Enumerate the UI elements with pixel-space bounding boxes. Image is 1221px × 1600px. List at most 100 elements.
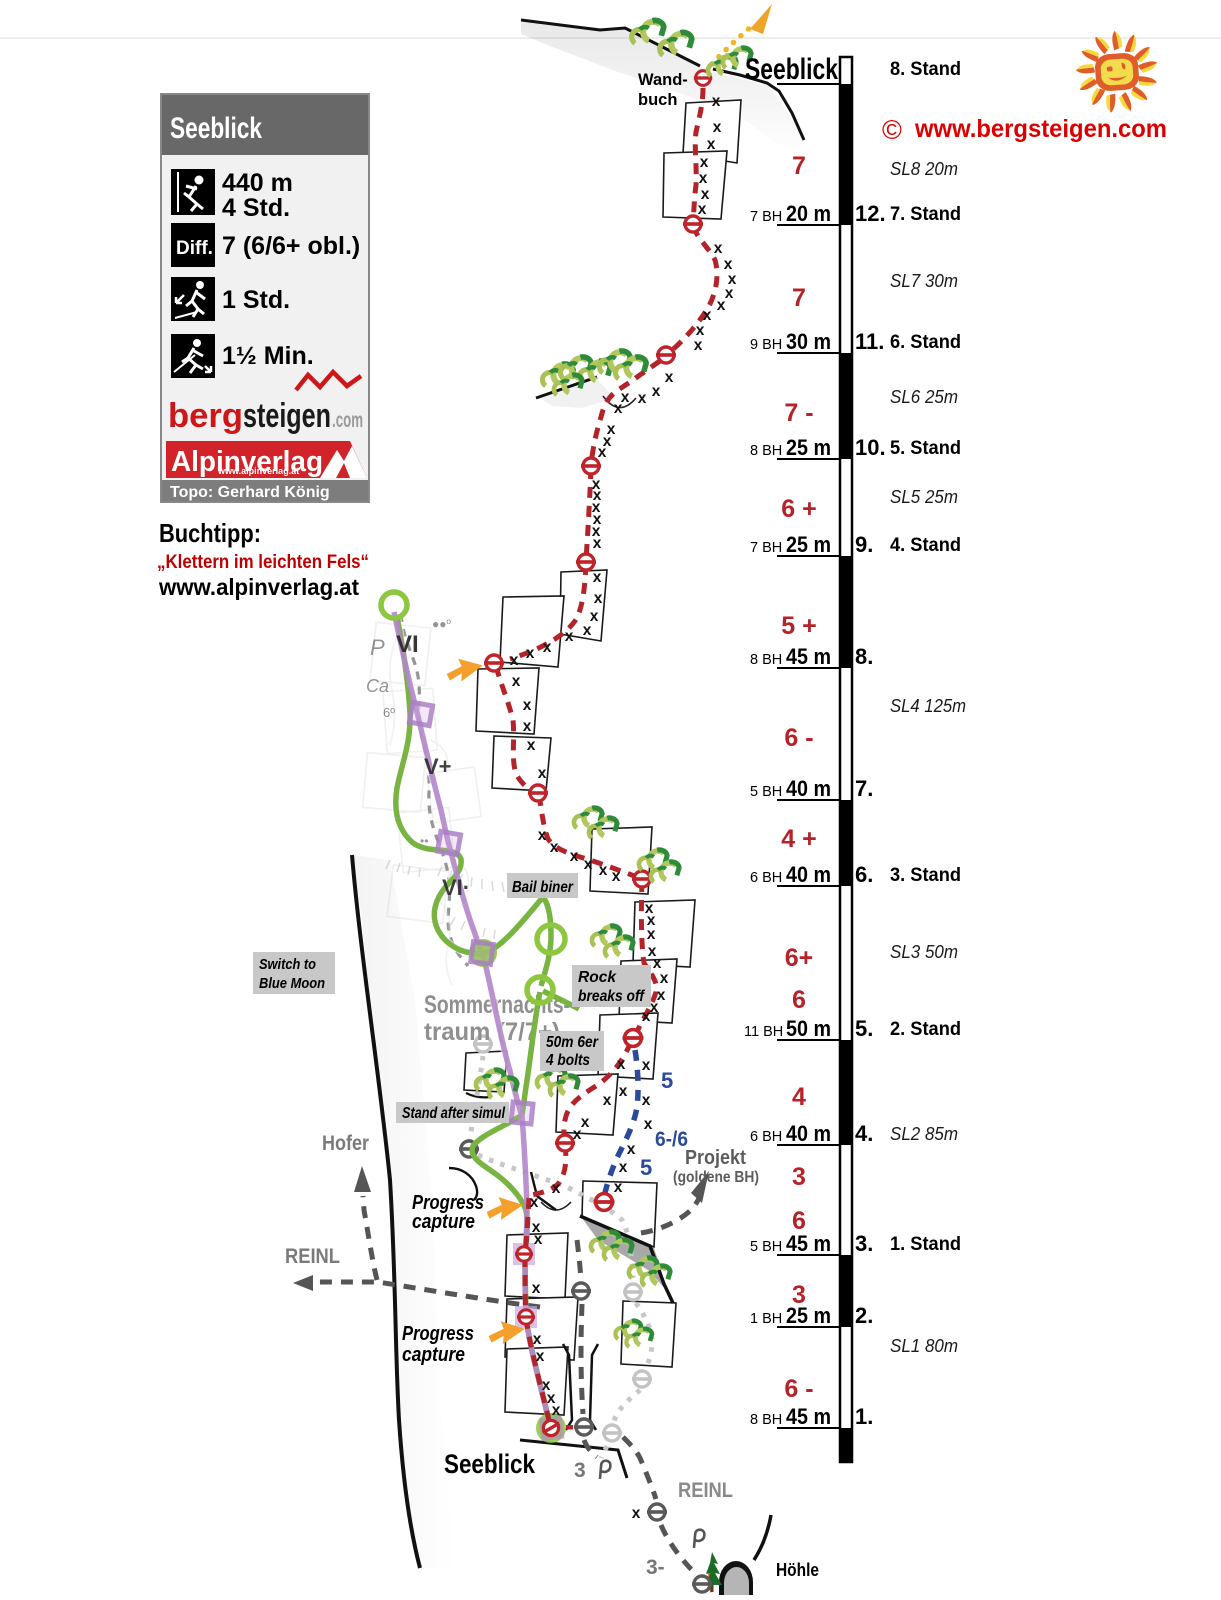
svg-text:x: x: [703, 307, 712, 324]
svg-text:Topo: Gerhard König: Topo: Gerhard König: [170, 484, 330, 501]
svg-text:x: x: [728, 271, 737, 288]
svg-text:berg: berg: [168, 397, 243, 435]
svg-text:x: x: [593, 569, 602, 586]
svg-text:x: x: [647, 926, 656, 943]
svg-text:x: x: [632, 1505, 641, 1522]
svg-text:SL3 50m: SL3 50m: [890, 942, 958, 962]
svg-text:P: P: [370, 635, 385, 660]
svg-text:x: x: [614, 1179, 623, 1196]
svg-text:x: x: [627, 1141, 636, 1158]
svg-text:25 m: 25 m: [786, 1303, 831, 1328]
svg-text:x: x: [593, 487, 602, 504]
svg-text:x: x: [594, 590, 603, 607]
svg-text:Ca: Ca: [366, 676, 389, 696]
svg-text:4.: 4.: [855, 1121, 873, 1146]
svg-text:x: x: [644, 1116, 653, 1133]
svg-text:(goldene BH): (goldene BH): [673, 1169, 759, 1186]
svg-text:x: x: [538, 765, 547, 782]
svg-text:5: 5: [640, 1155, 652, 1180]
svg-text:6.: 6.: [855, 862, 873, 887]
svg-text:x: x: [584, 856, 593, 873]
svg-text:25 m: 25 m: [786, 532, 831, 557]
svg-text:x: x: [607, 421, 616, 438]
svg-text:x: x: [599, 862, 608, 879]
svg-text:x: x: [532, 1280, 541, 1297]
svg-text:8 BH: 8 BH: [750, 1412, 782, 1428]
svg-text:5 BH: 5 BH: [750, 1239, 782, 1255]
svg-text:.com: .com: [332, 409, 363, 432]
svg-text:x: x: [707, 136, 716, 153]
svg-text:12.: 12.: [855, 201, 886, 226]
svg-text:5 +: 5 +: [781, 612, 816, 640]
svg-text:6 -: 6 -: [784, 724, 813, 752]
svg-text:6+: 6+: [785, 944, 814, 972]
svg-text:x: x: [724, 256, 733, 273]
svg-text:x: x: [617, 1056, 626, 1073]
svg-text:x: x: [696, 322, 705, 339]
svg-text:SL6 25m: SL6 25m: [890, 387, 958, 407]
svg-text:Bail biner: Bail biner: [512, 879, 574, 896]
svg-text:capture: capture: [402, 1344, 465, 1366]
svg-text:x: x: [598, 444, 607, 461]
svg-text:x: x: [712, 93, 721, 110]
svg-text:3. Stand: 3. Stand: [890, 865, 961, 886]
svg-text:●●º: ●●º: [432, 617, 451, 631]
svg-text:www.alpinverlag.at: www.alpinverlag.at: [158, 574, 359, 600]
svg-text:x: x: [592, 476, 601, 493]
svg-text:x: x: [570, 848, 579, 865]
svg-text:25 m: 25 m: [786, 435, 831, 460]
svg-text:x: x: [642, 1008, 651, 1025]
svg-text:x: x: [512, 673, 521, 690]
svg-text:40 m: 40 m: [786, 776, 831, 801]
svg-text:7. Stand: 7. Stand: [890, 204, 961, 225]
svg-text:x: x: [543, 639, 552, 656]
svg-text:2.: 2.: [855, 1303, 873, 1328]
svg-text:breaks off: breaks off: [578, 988, 646, 1005]
svg-text:Hofer: Hofer: [322, 1132, 369, 1155]
svg-text:4 +: 4 +: [781, 825, 816, 853]
svg-text:x: x: [542, 1377, 551, 1394]
svg-text:7 BH: 7 BH: [750, 209, 782, 225]
svg-text:x: x: [523, 697, 532, 714]
svg-text:SL1 80m: SL1 80m: [890, 1336, 958, 1356]
svg-text:traum (7/7+): traum (7/7+): [424, 1018, 560, 1046]
svg-text:www.alpinverlag.at: www.alpinverlag.at: [217, 466, 299, 476]
svg-text:x: x: [547, 1390, 556, 1407]
svg-text:©: ©: [882, 115, 902, 145]
svg-text:Blue Moon: Blue Moon: [259, 975, 325, 992]
svg-text:x: x: [538, 827, 547, 844]
svg-text:x: x: [534, 1231, 543, 1248]
svg-text:x: x: [619, 1159, 628, 1176]
svg-text:SL8 20m: SL8 20m: [890, 159, 958, 179]
svg-text:7 BH: 7 BH: [750, 540, 782, 556]
svg-text:x: x: [650, 999, 659, 1016]
svg-text:x: x: [533, 1331, 542, 1348]
svg-text:x: x: [550, 839, 559, 856]
svg-text:x: x: [698, 201, 707, 218]
svg-text:1 BH: 1 BH: [750, 1311, 782, 1327]
svg-text:x: x: [653, 955, 662, 972]
svg-text:steigen: steigen: [243, 397, 331, 435]
svg-text:VI·: VI·: [442, 875, 470, 900]
svg-text:REINL: REINL: [285, 1245, 340, 1268]
svg-text:50 m: 50 m: [786, 1016, 831, 1041]
svg-text:x: x: [536, 1348, 545, 1365]
svg-text:x: x: [552, 1180, 561, 1197]
svg-text:5 BH: 5 BH: [750, 784, 782, 800]
svg-text:VI: VI: [396, 631, 419, 658]
svg-text:x: x: [714, 240, 723, 257]
svg-text:Höhle: Höhle: [776, 1560, 819, 1580]
svg-text:7: 7: [792, 152, 806, 180]
svg-text:440 m: 440 m: [222, 169, 293, 197]
svg-text:buch: buch: [638, 91, 677, 109]
svg-text:x: x: [552, 1402, 561, 1419]
svg-text:x: x: [701, 186, 710, 203]
svg-text:Buchtipp:: Buchtipp:: [159, 518, 261, 548]
svg-text:6. Stand: 6. Stand: [890, 332, 961, 353]
svg-text:x: x: [592, 523, 601, 540]
svg-text:Switch to: Switch to: [259, 956, 316, 973]
svg-text:3.: 3.: [855, 1231, 873, 1256]
svg-text:Seeblick: Seeblick: [170, 112, 262, 145]
svg-text:6º: 6º: [383, 705, 395, 720]
svg-text:x: x: [510, 652, 519, 669]
